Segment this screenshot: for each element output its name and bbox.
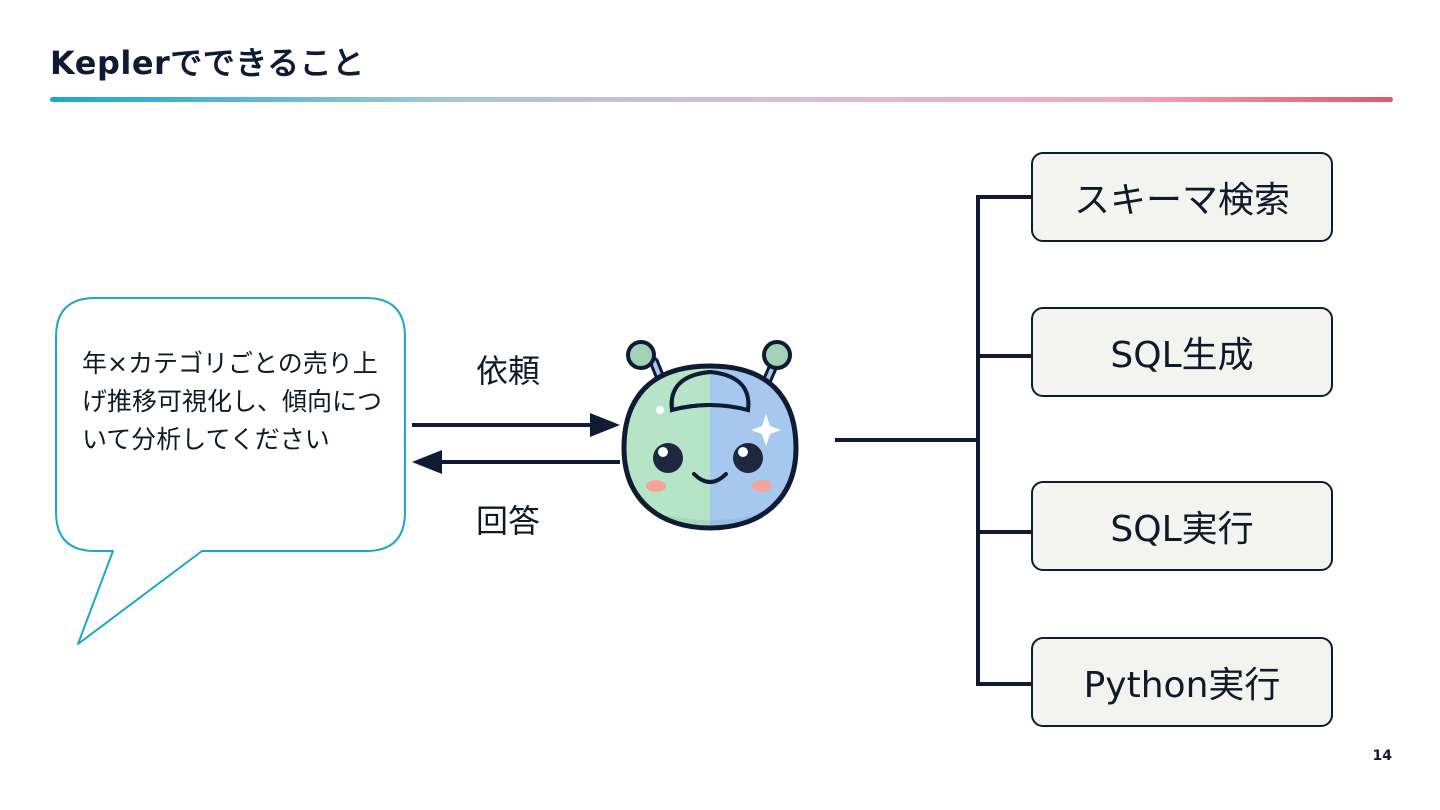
tool-label: スキーマ検索: [1073, 180, 1290, 221]
response-arrowhead: [412, 450, 442, 474]
response-label: 回答: [476, 502, 541, 540]
title-gradient-divider: [50, 97, 1393, 102]
tool-label: Python実行: [1083, 665, 1281, 706]
request-text: 年×カテゴリごとの売り上げ推移可視化し、傾向について分析してください: [82, 349, 383, 454]
tool-sql-generation: SQL生成: [1031, 307, 1333, 397]
request-arrowhead: [590, 413, 620, 437]
sparkle-icon: [751, 414, 781, 446]
tool-schema-search: スキーマ検索: [1031, 152, 1333, 242]
request-label: 依頼: [476, 352, 541, 390]
tool-python-execution: Python実行: [1031, 637, 1333, 727]
tool-label: SQL実行: [1110, 509, 1254, 550]
page-number: 14: [1372, 748, 1392, 764]
slide-title: Keplerでできること: [50, 44, 365, 82]
tool-sql-execution: SQL実行: [1031, 481, 1333, 571]
tool-label: SQL生成: [1110, 335, 1254, 376]
